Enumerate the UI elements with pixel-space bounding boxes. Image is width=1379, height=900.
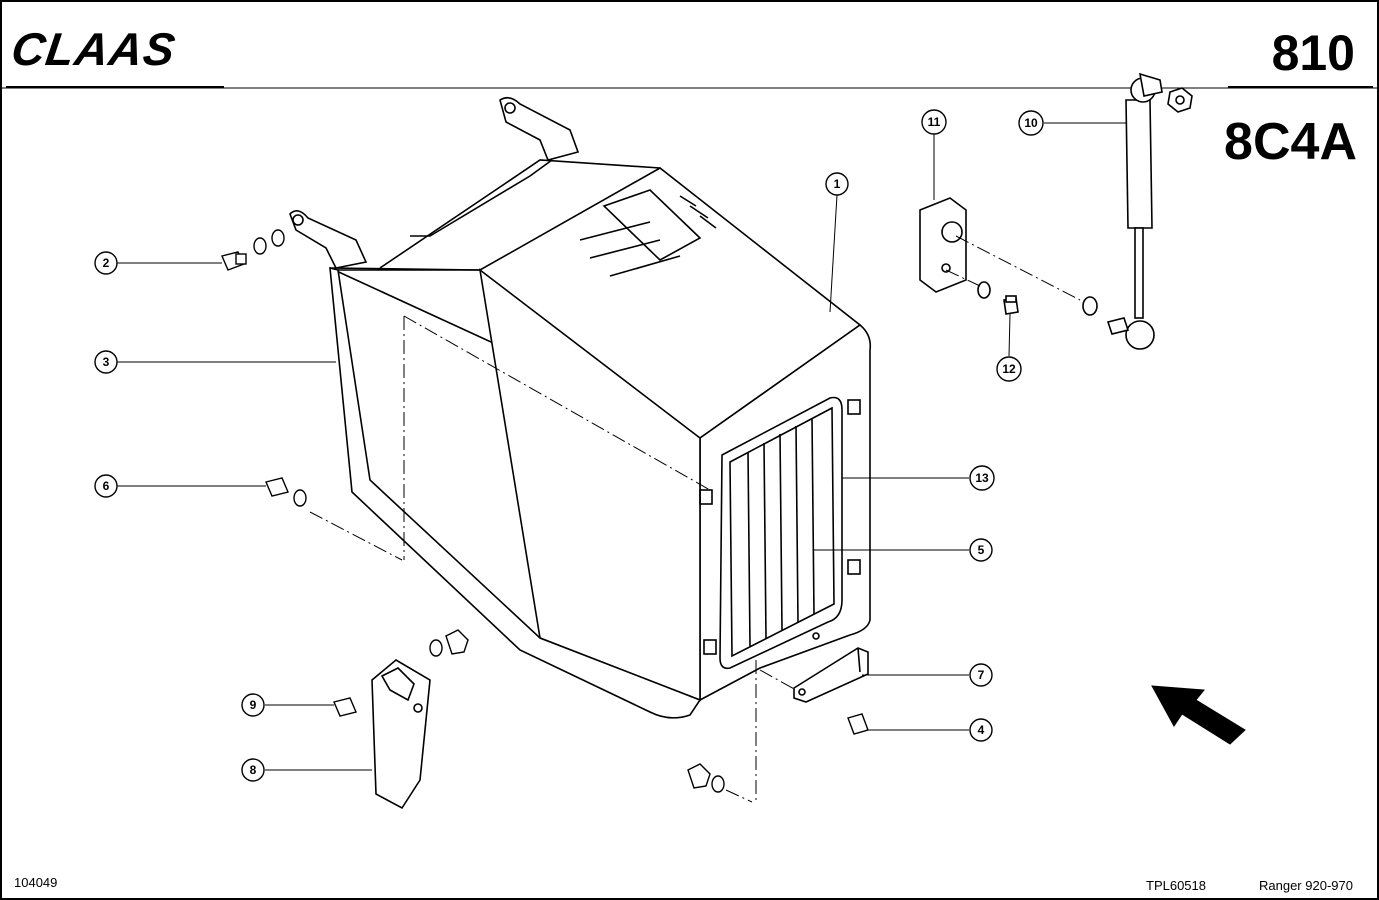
- callout-8-label: 8: [250, 763, 257, 777]
- callout-11: 11: [921, 109, 947, 135]
- callout-1: 1: [825, 172, 849, 196]
- page-number: 810: [1271, 25, 1355, 81]
- callout-3: 3: [94, 350, 118, 374]
- assembly-lines: [309, 235, 1081, 803]
- block-11: [919, 197, 1098, 316]
- callout-5: 5: [969, 538, 993, 562]
- fasteners: [221, 229, 869, 793]
- callout-12: 12: [996, 356, 1022, 382]
- model-label: Ranger 920-970: [1259, 878, 1353, 893]
- callout-9-label: 9: [250, 698, 257, 712]
- callout-13: 13: [969, 465, 995, 491]
- section-code: 8C4A: [1224, 113, 1357, 171]
- callout-7: 7: [969, 663, 993, 687]
- gas-strut-10: [1106, 72, 1193, 350]
- callout-6-label: 6: [103, 479, 110, 493]
- callout-9: 9: [241, 693, 265, 717]
- callout-2-label: 2: [103, 256, 110, 270]
- callout-4: 4: [969, 718, 993, 742]
- callout-13-label: 13: [975, 471, 989, 485]
- callout-3-label: 3: [103, 355, 110, 369]
- callout-5-label: 5: [978, 543, 985, 557]
- page-number-rule: [1228, 86, 1373, 88]
- callout-6: 6: [94, 474, 118, 498]
- callout-leaders: [117, 122, 1126, 771]
- callout-7-label: 7: [978, 668, 985, 682]
- part-list-reference: TPL60518: [1146, 878, 1206, 893]
- grille: [699, 396, 861, 670]
- drawing-reference: 104049: [14, 875, 58, 890]
- cover-8: [371, 659, 431, 810]
- callout-10-label: 10: [1024, 116, 1038, 130]
- callout-1-label: 1: [834, 177, 841, 191]
- callout-12-label: 12: [1002, 362, 1016, 376]
- callout-2: 2: [94, 251, 118, 275]
- callout-4-label: 4: [978, 723, 985, 737]
- callout-8: 8: [241, 758, 265, 782]
- direction-arrow: [1151, 685, 1246, 745]
- bracket-7: [793, 647, 869, 703]
- callout-11-label: 11: [928, 115, 941, 129]
- logo-underline: [6, 86, 224, 88]
- callout-10: 10: [1018, 110, 1044, 136]
